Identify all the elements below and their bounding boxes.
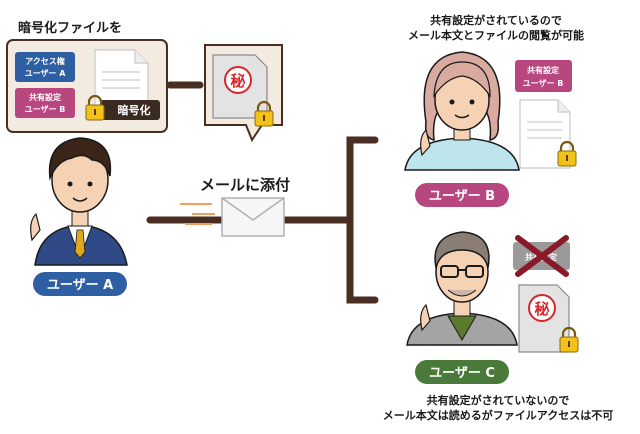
user-b-label: ユーザー B <box>429 189 495 204</box>
user-b-note-line2: メール本文とファイルの閲覧が可能 <box>408 28 584 42</box>
crossed-share-badge: 共有設定 <box>513 235 570 277</box>
user-c-badge <box>415 360 509 384</box>
user-c-note-line1: 共有設定がされていないので <box>427 393 570 407</box>
user-c-note-line2: メール本文は読めるがファイルアクセスは不可 <box>383 408 613 422</box>
cross-icon <box>515 235 569 277</box>
lock-icon <box>557 140 577 167</box>
email-icon <box>180 197 285 237</box>
document-icon <box>519 99 571 169</box>
user-c-label: ユーザー C <box>429 366 495 381</box>
share-label-line2: ユーザー B <box>25 105 66 114</box>
encrypt-tag <box>100 100 160 120</box>
access-label-line2: ユーザー A <box>25 69 67 78</box>
user-b-share-line1: 共有設定 <box>527 65 559 75</box>
secret-file-callout: 秘 <box>204 44 283 143</box>
secret-stamp <box>224 66 252 94</box>
user-c-avatar <box>406 231 518 346</box>
encrypt-box: 暗号化ファイルを アクセス権 ユーザー A 共有設定 ユーザー B 暗号化 <box>6 20 168 133</box>
user-b-share-badge <box>515 60 572 92</box>
secret-mark: 秘 <box>230 72 245 90</box>
user-b-badge <box>415 183 509 207</box>
share-label-line1: 共有設定 <box>29 92 61 102</box>
lock-icon <box>85 94 105 121</box>
secret-mark-c: 秘 <box>534 300 549 318</box>
user-a-avatar <box>30 137 128 266</box>
secret-document-icon: 秘 <box>518 284 570 353</box>
user-a-badge <box>33 272 127 296</box>
access-label-badge <box>15 52 75 82</box>
lock-icon <box>254 100 274 127</box>
access-label-line1: アクセス権 <box>25 56 65 66</box>
lock-icon <box>559 326 579 353</box>
user-b-share-line2: ユーザー B <box>523 79 564 88</box>
encrypt-box-title: 暗号化ファイルを <box>18 20 122 36</box>
user-b-note-line1: 共有設定がされているので <box>430 13 562 27</box>
share-label-badge <box>15 88 75 118</box>
user-a-label: ユーザー A <box>47 278 113 293</box>
encrypt-tag-label: 暗号化 <box>118 103 151 117</box>
attach-label: メールに添付 <box>200 176 290 194</box>
user-b-avatar <box>404 51 520 171</box>
